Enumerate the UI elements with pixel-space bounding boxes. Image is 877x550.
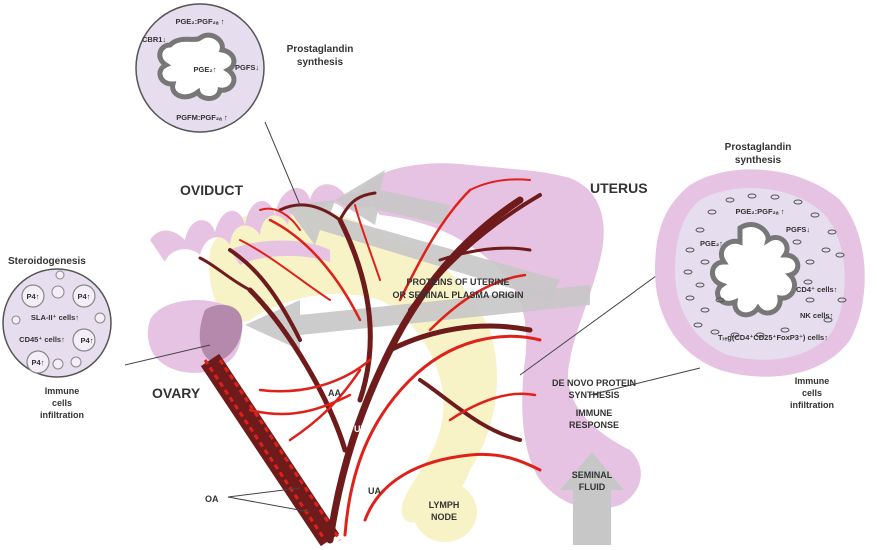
left-inset-title: Steroidogenesis xyxy=(8,256,86,267)
right-caption-2: cells xyxy=(802,388,822,398)
oa-label: OA xyxy=(205,494,219,504)
right-inset-pge2: PGE₂↑ xyxy=(700,239,723,248)
uv-label: UV xyxy=(354,424,367,434)
ovary-tissue xyxy=(200,305,243,362)
left-inset-cd45: CD45⁺ cells↑ xyxy=(19,335,65,344)
left-inset-p4-a: P4↑ xyxy=(27,292,40,301)
right-caption-3: infiltration xyxy=(790,400,834,410)
lymph-node-label-2: NODE xyxy=(431,512,457,522)
top-inset-pgfm: PGFM:PGF₂ₐ ↑ xyxy=(176,113,228,122)
right-inset-cd4: CD4⁺ cells↑ xyxy=(796,285,837,294)
uterus-label: UTERUS xyxy=(590,180,648,196)
immune-response-label-2: RESPONSE xyxy=(569,420,619,430)
top-inset-title-2: synthesis xyxy=(297,57,344,68)
left-inset: P4↑ P4↑ SLA-II⁺ cells↑ CD45⁺ cells↑ P4↑ … xyxy=(3,269,111,377)
left-inset-p4-b: P4↑ xyxy=(78,292,91,301)
left-inset-p4-c: P4↑ xyxy=(81,336,94,345)
right-inset-nk: NK cells↑ xyxy=(800,311,833,320)
aa-label: AA xyxy=(328,388,341,398)
right-inset-treg: Tᵣₑg(CD4⁺CD25⁺FoxP3⁺) cells↑ xyxy=(718,333,828,342)
top-inset-pge2: PGE₂↑ xyxy=(194,65,217,74)
proteins-label-1: PROTEINS OF UTERINE xyxy=(406,277,509,287)
seminal-fluid-label-1: SEMINAL xyxy=(572,470,613,480)
proteins-label-2: OR SEMINAL PLASMA ORIGIN xyxy=(392,290,523,300)
de-novo-label-2: SYNTHESIS xyxy=(568,390,619,400)
lymph-node-label-1: LYMPH xyxy=(429,500,460,510)
left-caption-1: Immune xyxy=(45,386,80,396)
right-caption-1: Immune xyxy=(795,376,830,386)
right-inset-pgfs: PGFS↓ xyxy=(786,225,810,234)
right-inset-pge2-pgf2a: PGE₂:PGF₂ₐ ↑ xyxy=(735,207,784,216)
right-inset-title-2: synthesis xyxy=(735,155,782,166)
left-inset-sla: SLA-II⁺ cells↑ xyxy=(31,313,79,322)
de-novo-label-1: DE NOVO PROTEIN xyxy=(552,378,636,388)
top-inset-title-1: Prostaglandin xyxy=(287,44,354,55)
right-inset: PGE₂:PGF₂ₐ ↑ PGFS↓ PGE₂↑ CD4⁺ cells↑ NK … xyxy=(655,169,865,376)
left-inset-p4-d: P4↑ xyxy=(32,358,45,367)
ua-label: UA xyxy=(368,486,381,496)
top-inset: PGE₂:PGF₂ₐ ↑ CBR1↓ PGE₂↑ PGFS↓ PGFM:PGF₂… xyxy=(136,4,264,132)
top-inset-pge2-pgf2a: PGE₂:PGF₂ₐ ↑ xyxy=(175,17,224,26)
ovary-label: OVARY xyxy=(152,385,201,401)
top-inset-cbr1: CBR1↓ xyxy=(142,35,166,44)
seminal-fluid-label-2: FLUID xyxy=(579,482,606,492)
left-caption-2: cells xyxy=(52,398,72,408)
immune-response-label-1: IMMUNE xyxy=(576,408,613,418)
right-inset-title-1: Prostaglandin xyxy=(725,142,792,153)
oviduct-label: OVIDUCT xyxy=(180,182,243,198)
top-inset-pgfs: PGFS↓ xyxy=(235,63,259,72)
left-caption-3: infiltration xyxy=(40,410,84,420)
